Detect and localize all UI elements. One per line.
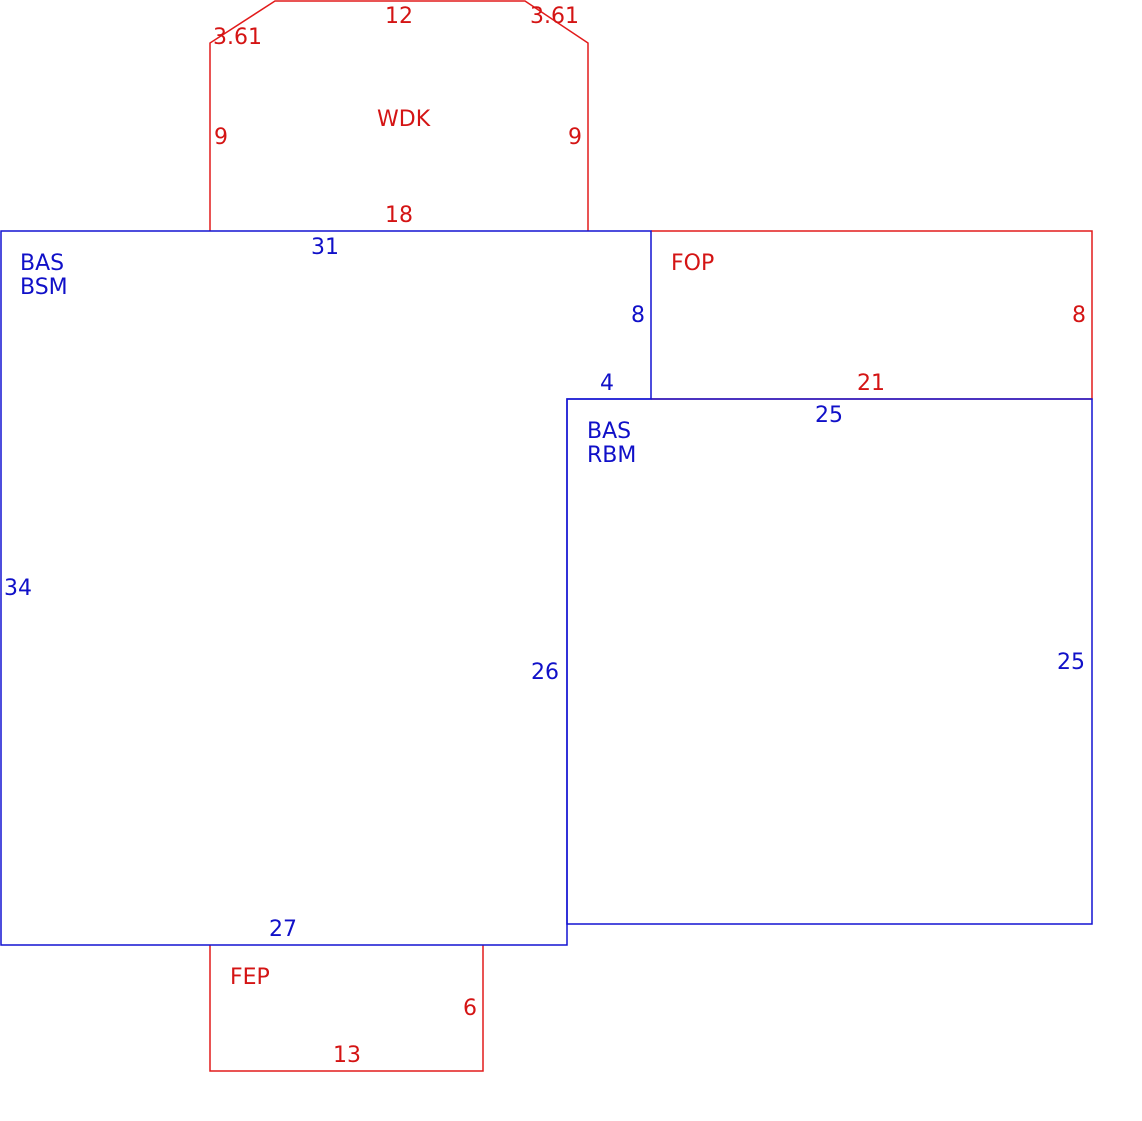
fep-dim-right: 6 [463,996,477,1021]
bas-bsm-dim-left: 34 [4,576,32,601]
fop-dim-right: 8 [1072,303,1086,328]
wdk-dim-top-left-diagonal: 3.61 [213,25,262,50]
wdk-dim-top: 12 [385,4,413,29]
wdk-dim-right: 9 [568,125,582,150]
bas-bsm-dim-right-lower: 26 [531,660,559,685]
wdk-dim-left: 9 [214,125,228,150]
bas-rbm-outline [566,398,1093,925]
bas-bsm-dim-step: 4 [600,371,614,396]
wdk-dim-top-right-diagonal: 3.61 [530,4,579,29]
fop-label: FOP [671,251,714,276]
fep-dim-bottom: 13 [333,1043,361,1068]
bas-bsm-outline [0,230,652,946]
wdk-outline [209,0,589,231]
bas-bsm-dim-right-upper: 8 [631,303,645,328]
bas-bsm-label-line1: BAS [20,251,64,276]
fep-label: FEP [230,965,270,990]
wdk-dim-bottom: 18 [385,203,413,228]
bas-bsm-label-line2: BSM [20,275,68,300]
bas-rbm-label-line2: RBM [587,443,636,468]
fep-outline [209,945,484,1072]
wdk-label: WDK [377,107,431,132]
bas-rbm-dim-right: 25 [1057,650,1085,675]
bas-rbm-label-line1: BAS [587,419,631,444]
bas-rbm-dim-top: 25 [815,403,843,428]
bas-bsm-dim-bottom: 27 [269,917,297,942]
fop-dim-bottom: 21 [857,371,885,396]
bas-bsm-dim-top: 31 [311,235,339,260]
